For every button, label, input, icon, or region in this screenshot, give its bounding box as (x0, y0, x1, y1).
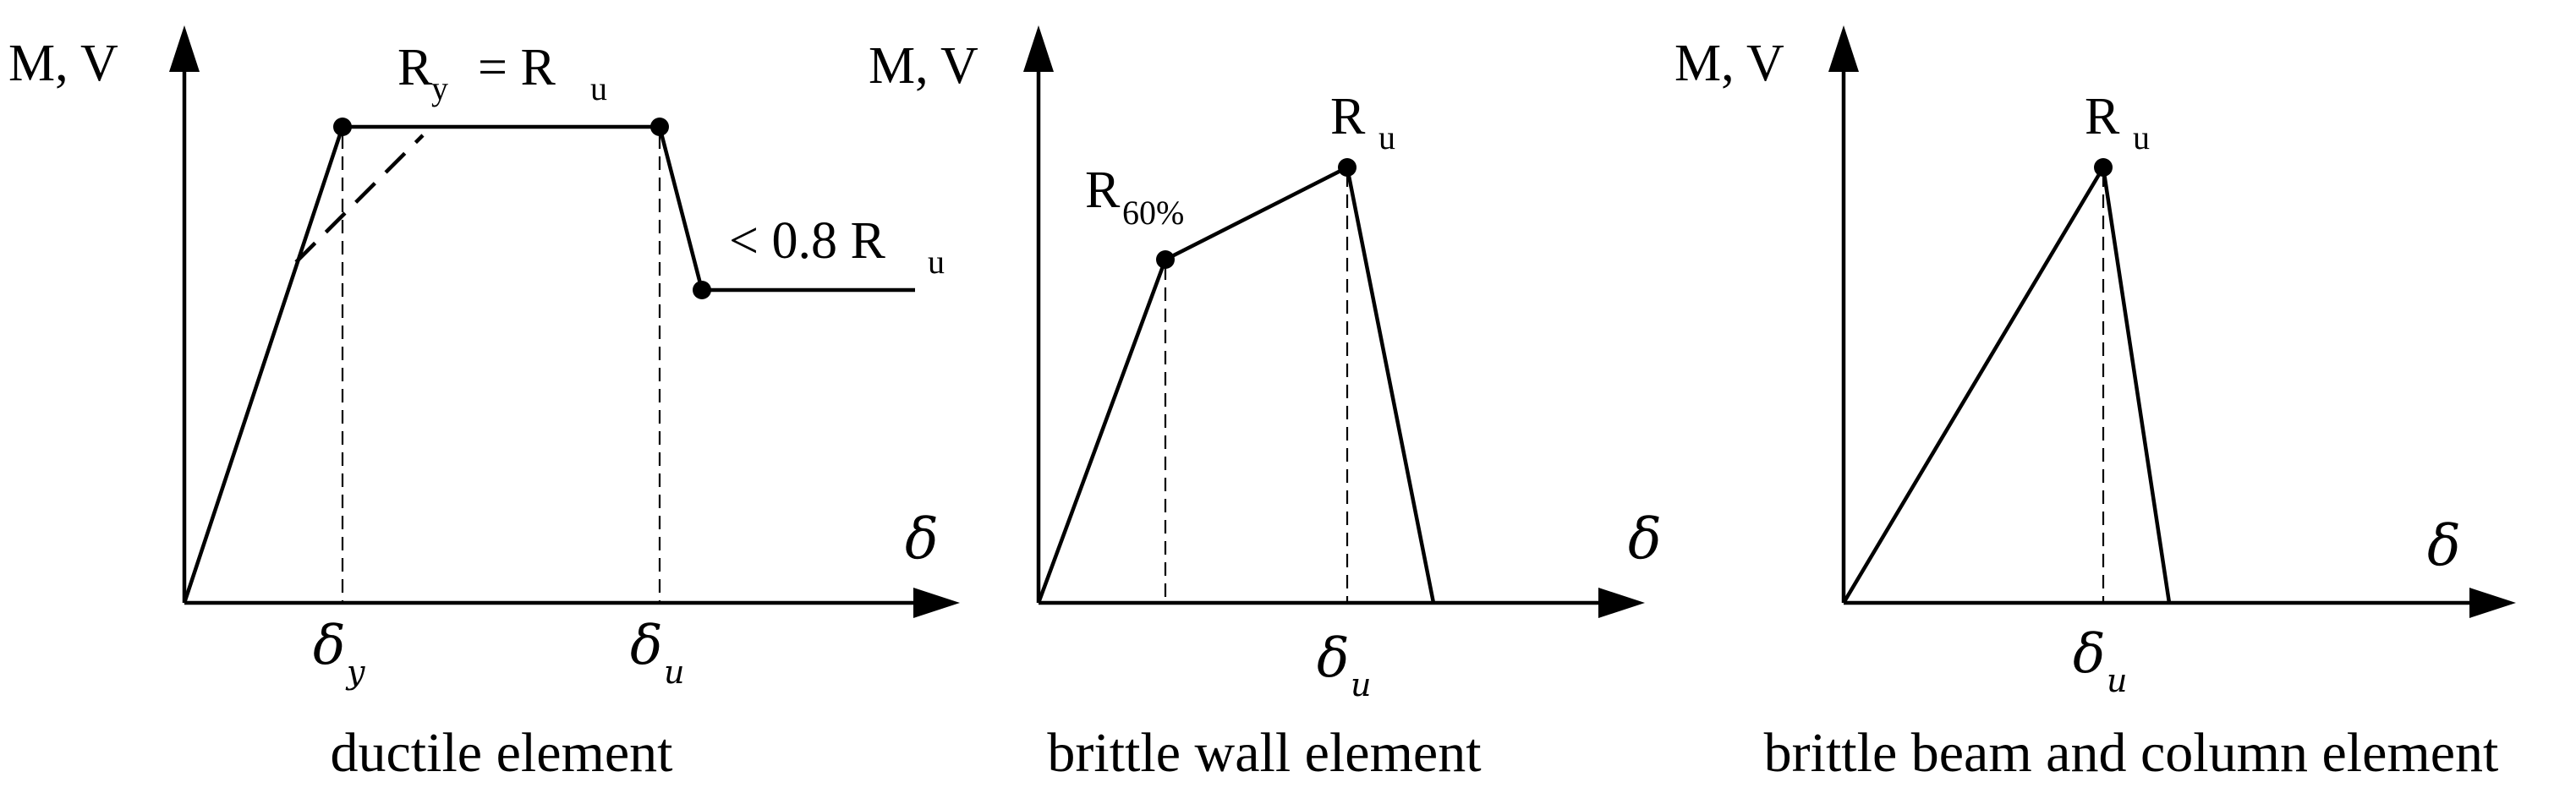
svg-text:y: y (431, 69, 448, 107)
svg-text:u: u (1378, 118, 1395, 156)
x-axis-label: δ (2427, 513, 2461, 578)
y-axis-label: M, V (8, 35, 118, 92)
ultimate-point (2094, 158, 2113, 177)
svg-text:u: u (2133, 118, 2150, 156)
y-axis-arrow-icon (1023, 25, 1054, 72)
x-axis-arrow-icon (913, 588, 960, 618)
svg-text:u: u (928, 243, 945, 281)
panel-brittle-wall: M, V δ R 60% R u δ u brittle wall elemen… (869, 25, 1662, 784)
r60-label: R 60% (1085, 161, 1184, 232)
svg-text:δ: δ (313, 615, 346, 677)
yield-point (333, 118, 352, 136)
peak-label: R y = R u (397, 39, 607, 107)
ultimate-point (650, 118, 669, 136)
y-axis-label: M, V (1674, 35, 1784, 92)
brittle-wall-curve (1036, 164, 1436, 604)
residual-label: < 0.8 R u (729, 212, 945, 281)
svg-text:60%: 60% (1122, 194, 1184, 232)
svg-text:= R: = R (478, 39, 556, 96)
svg-text:< 0.8 R: < 0.8 R (729, 212, 885, 270)
svg-text:y: y (345, 654, 365, 691)
svg-text:δ: δ (630, 615, 663, 677)
panel-ductile: M, V δ R y = R u < 0.8 R u δ y δ u ducti… (8, 25, 960, 784)
x-tick-delta-y: δ y (313, 615, 365, 691)
ru-label: R u (2085, 88, 2150, 156)
svg-text:u: u (590, 69, 607, 107)
svg-text:R: R (397, 39, 433, 96)
svg-text:u: u (664, 654, 684, 691)
r60-point (1156, 250, 1175, 269)
svg-text:R: R (1330, 88, 1366, 145)
svg-text:δ: δ (2073, 623, 2106, 686)
caption-brittle-beam-column: brittle beam and column element (1764, 722, 2499, 784)
x-tick-delta-u: δ u (630, 615, 684, 691)
x-axis-arrow-icon (1598, 588, 1645, 618)
svg-text:R: R (1085, 161, 1121, 219)
caption-brittle-wall: brittle wall element (1047, 722, 1481, 784)
x-axis-label: δ (1628, 506, 1662, 572)
x-tick-delta-u: δ u (2073, 623, 2127, 699)
ductile-curve (182, 124, 915, 604)
ultimate-point (1338, 158, 1357, 177)
svg-text:R: R (2085, 88, 2120, 145)
x-axis-label: δ (905, 506, 939, 572)
caption-ductile: ductile element (331, 722, 673, 784)
y-axis-arrow-icon (169, 25, 200, 72)
residual-point (693, 281, 711, 299)
panel-brittle-beam-column: M, V δ R u δ u brittle beam and column e… (1674, 25, 2516, 784)
x-tick-delta-u: δ u (1317, 627, 1371, 703)
ru-label: R u (1330, 88, 1395, 156)
brittle-beam-column-curve (1842, 161, 2172, 605)
svg-text:u: u (2107, 662, 2127, 699)
idealized-stiffness-line (294, 134, 425, 264)
x-axis-arrow-icon (2469, 588, 2516, 618)
svg-text:δ: δ (1317, 627, 1350, 690)
y-axis-label: M, V (869, 37, 978, 95)
svg-text:u: u (1351, 666, 1371, 703)
y-axis-arrow-icon (1828, 25, 1859, 72)
